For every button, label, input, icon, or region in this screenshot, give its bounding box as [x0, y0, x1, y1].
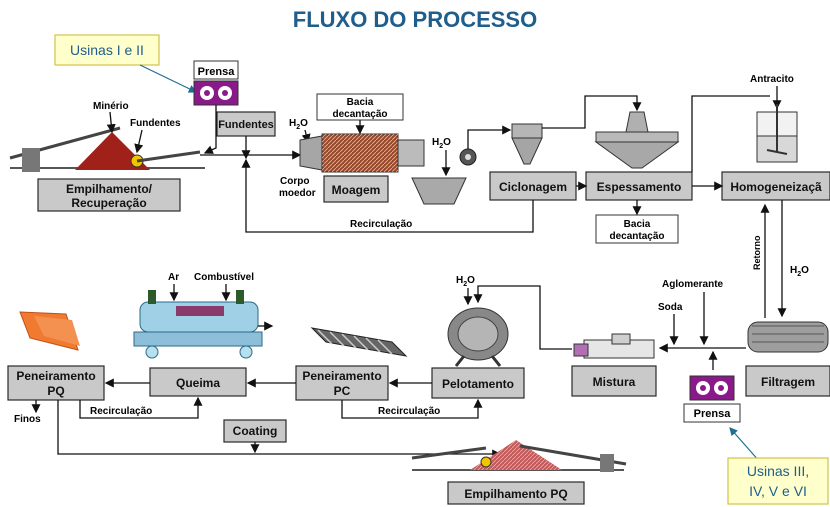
- mixing-tank-illustration: [756, 104, 798, 163]
- box-moagem-label: Moagem: [332, 183, 381, 197]
- box-homogeneizacao-label: Homogeneizaçã: [730, 180, 822, 194]
- mill-discharge-hopper: [411, 177, 467, 205]
- box-coating-label: Coating: [233, 424, 278, 438]
- label-minerio: Minério: [93, 101, 129, 112]
- box-peneiramento-pq: Peneiramento PQ: [7, 365, 105, 401]
- label-recirculacao-pq: Recirculação: [90, 406, 152, 417]
- label-aglomerante: Aglomerante: [662, 279, 724, 290]
- callout-pointer-bottom: [729, 427, 761, 463]
- box-fundentes-label: Fundentes: [218, 119, 274, 131]
- label-soda: Soda: [658, 302, 683, 313]
- label-antracito: Antracito: [750, 74, 794, 85]
- box-queima: Queima: [149, 367, 247, 397]
- callout-usinas-i-ii-text: Usinas I e II: [70, 42, 144, 58]
- box-peneiramento-pc: Peneiramento PC: [295, 365, 389, 401]
- box-peneiramento-pq-line2: PQ: [47, 384, 64, 398]
- box-ciclonagem: Ciclonagem: [489, 171, 577, 201]
- bacia-bottom-line1: Bacia: [624, 219, 651, 230]
- box-pelotamento: Pelotamento: [431, 367, 525, 399]
- box-empilhamento-line2: Recuperação: [71, 196, 146, 210]
- label-retorno: Retorno: [752, 235, 762, 270]
- callout-pointer: [139, 64, 198, 93]
- bacia-bottom-line2: decantação: [609, 231, 664, 242]
- page-title: FLUXO DO PROCESSO: [293, 7, 537, 32]
- screen-deck-illustration: [19, 311, 80, 351]
- stockpile-illustration: [9, 126, 205, 172]
- ball-mill-illustration: [299, 133, 425, 173]
- prensa-bottom: Prensa: [683, 375, 741, 423]
- box-ciclonagem-label: Ciclonagem: [499, 180, 567, 194]
- bacia-decantacao-bottom: Bacia decantação: [595, 214, 679, 244]
- label-h2o-filtragem: H2O: [790, 265, 809, 278]
- roller-screen-illustration: [310, 327, 408, 357]
- cyclone-illustration: [511, 123, 543, 165]
- box-filtragem: Filtragem: [745, 365, 830, 397]
- prensa-bottom-label: Prensa: [694, 408, 732, 420]
- box-fundentes: Fundentes: [216, 111, 276, 137]
- travelling-grate-furnace-illustration: [133, 290, 263, 359]
- label-h2o-pelotamento: H2O: [456, 275, 475, 288]
- box-empilhamento-pq: Empilhamento PQ: [447, 481, 585, 505]
- label-fundentes: Fundentes: [130, 118, 181, 129]
- prensa-top: Prensa: [193, 60, 239, 106]
- svg-text:H2O: H2O: [456, 275, 475, 288]
- box-filtragem-label: Filtragem: [761, 375, 815, 389]
- label-combustivel: Combustível: [194, 272, 254, 283]
- label-finos: Finos: [14, 414, 41, 425]
- label-recirculacao-top: Recirculação: [350, 219, 412, 230]
- label-recirculacao-pc: Recirculação: [378, 406, 440, 417]
- prensa-top-label: Prensa: [198, 66, 236, 78]
- box-mistura-label: Mistura: [593, 375, 636, 389]
- bacia-top-line2: decantação: [332, 109, 387, 120]
- callout-usinas-i-ii: Usinas I e II: [54, 34, 160, 66]
- box-espessamento-label: Espessamento: [597, 180, 682, 194]
- box-empilhamento-line1: Empilhamento/: [66, 182, 153, 196]
- pellet-stockpile-illustration: [411, 440, 627, 472]
- svg-text:H2O: H2O: [432, 137, 451, 150]
- box-espessamento: Espessamento: [585, 171, 693, 201]
- box-empilhamento-recuperacao: Empilhamento/ Recuperação: [37, 178, 181, 212]
- box-peneiramento-pq-line1: Peneiramento: [16, 369, 95, 383]
- label-h2o-hopper: H2O: [432, 137, 451, 150]
- box-coating: Coating: [223, 419, 287, 443]
- disc-filter-illustration: [747, 321, 829, 353]
- svg-text:H2O: H2O: [289, 118, 308, 131]
- box-peneiramento-pc-line1: Peneiramento: [302, 369, 381, 383]
- box-queima-label: Queima: [176, 376, 220, 390]
- callout-usinas-iii-vi-line2: IV, V e VI: [749, 483, 807, 499]
- callout-usinas-iii-vi-line1: Usinas III,: [747, 463, 809, 479]
- callout-usinas-iii-vi: Usinas III, IV, V e VI: [727, 457, 829, 505]
- box-homogeneizacao: Homogeneizaçã: [721, 171, 830, 201]
- bacia-decantacao-top: Bacia decantação: [316, 93, 404, 121]
- label-h2o-moagem: H2O: [289, 118, 308, 131]
- thickener-illustration: [594, 111, 680, 169]
- mixer-illustration: [573, 333, 655, 359]
- label-ar: Ar: [168, 272, 179, 283]
- box-peneiramento-pc-line2: PC: [334, 384, 351, 398]
- box-mistura: Mistura: [571, 365, 657, 397]
- pelletizing-disc-illustration: [447, 307, 509, 367]
- box-moagem: Moagem: [323, 175, 389, 203]
- pump-icon: [459, 148, 477, 166]
- box-pelotamento-label: Pelotamento: [442, 377, 514, 391]
- svg-text:H2O: H2O: [790, 265, 809, 278]
- box-empilhamento-pq-label: Empilhamento PQ: [464, 487, 567, 501]
- bacia-top-line1: Bacia: [347, 97, 374, 108]
